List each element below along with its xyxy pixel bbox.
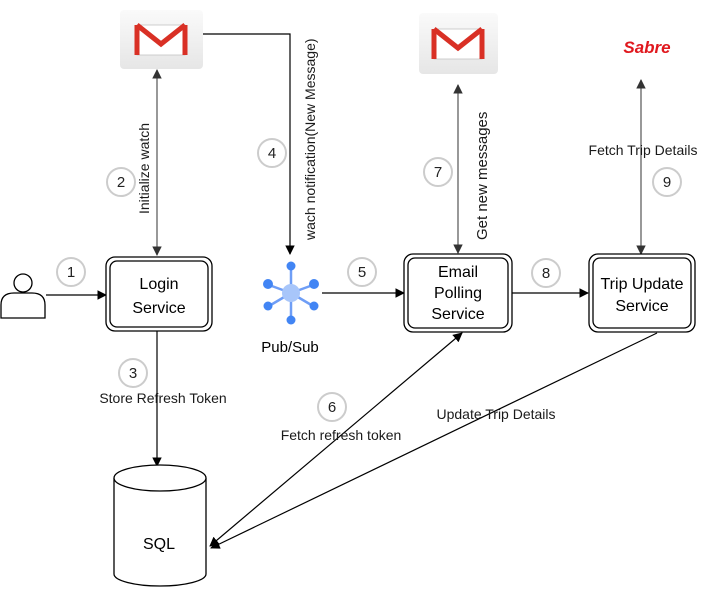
login-service-box: Login Service bbox=[105, 256, 213, 332]
step-circle: 6 bbox=[317, 392, 347, 422]
step-number: 1 bbox=[67, 264, 75, 281]
edge-label-get-new-messages: Get new messages bbox=[474, 112, 491, 240]
login-service-label-line2: Service bbox=[132, 300, 185, 317]
edge-label-initialize-watch: Initialize watch bbox=[136, 123, 152, 214]
pubsub-icon bbox=[263, 261, 319, 325]
sql-label: SQL bbox=[143, 536, 175, 553]
step-number: 9 bbox=[663, 174, 671, 191]
trip-update-service-box: Trip Update Service bbox=[588, 253, 696, 333]
gmail-icon bbox=[120, 10, 203, 69]
step-circle: 8 bbox=[531, 258, 561, 288]
edge-label-fetch-trip-details: Fetch Trip Details bbox=[589, 142, 698, 158]
edge-sql-email-polling bbox=[209, 332, 463, 547]
sabre-logo: Sabre bbox=[623, 38, 670, 57]
step-number: 3 bbox=[129, 365, 137, 382]
email-polling-service-box: Email Polling Service bbox=[403, 253, 513, 333]
step-number: 2 bbox=[117, 174, 125, 191]
step-number: 7 bbox=[434, 164, 442, 181]
gmail-icon bbox=[419, 13, 498, 74]
edge-label-store-refresh-token: Store Refresh Token bbox=[99, 390, 226, 406]
step-number: 4 bbox=[268, 145, 276, 162]
step-number: 6 bbox=[328, 399, 336, 416]
edge-gmail-to-pubsub bbox=[203, 33, 295, 255]
edge-trip-update-to-sql bbox=[210, 332, 658, 549]
email-polling-label-line2: Polling bbox=[434, 285, 482, 302]
email-polling-label-line3: Service bbox=[431, 306, 484, 323]
user-icon bbox=[0, 273, 46, 319]
edge-label-update-trip-details: Update Trip Details bbox=[436, 406, 555, 422]
trip-update-label-line1: Trip Update bbox=[601, 276, 684, 293]
edge-label-fetch-refresh-token: Fetch refresh token bbox=[281, 427, 402, 443]
database-icon bbox=[113, 464, 207, 587]
step-circle: 4 bbox=[257, 138, 287, 168]
step-circle: 5 bbox=[347, 257, 377, 287]
step-circle: 9 bbox=[652, 167, 682, 197]
step-circle: 7 bbox=[423, 157, 453, 187]
step-circle: 3 bbox=[118, 358, 148, 388]
trip-update-label-line2: Service bbox=[615, 298, 668, 315]
login-service-label-line1: Login bbox=[139, 276, 178, 293]
step-number: 5 bbox=[358, 264, 366, 281]
pubsub-label: Pub/Sub bbox=[261, 339, 319, 356]
step-number: 8 bbox=[542, 265, 550, 282]
edge-label-watch-notification: wach notification(New Message) bbox=[302, 38, 318, 241]
step-circle: 2 bbox=[106, 167, 136, 197]
email-polling-label-line1: Email bbox=[438, 264, 478, 281]
step-circle: 1 bbox=[56, 257, 86, 287]
